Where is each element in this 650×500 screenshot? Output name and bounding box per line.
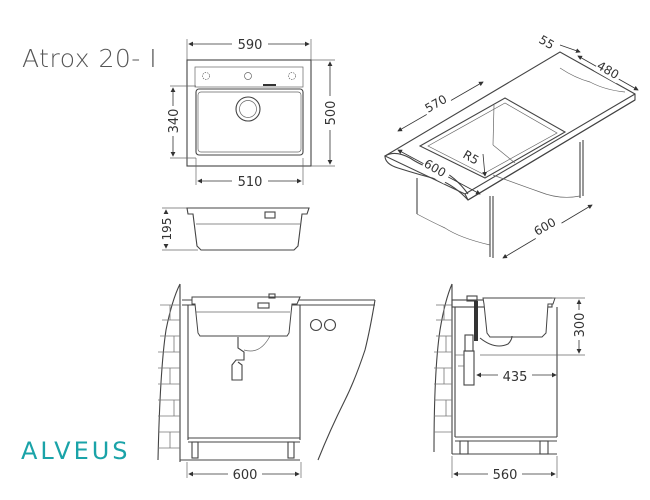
side-section-view: 195: [159, 207, 310, 251]
product-title: Atrox 20- I: [22, 44, 158, 73]
dim-r5: R5: [461, 147, 482, 167]
dim-height-195: 195: [160, 218, 174, 241]
dim-bowl-340: 340: [167, 109, 182, 134]
side-install-view: 300 435 560: [433, 283, 588, 483]
brand-logo: ALVEUS: [21, 437, 131, 465]
dim-bowl-width-510: 510: [238, 175, 263, 190]
top-view: 590 340 500 510: [166, 36, 339, 190]
dim-width-590: 590: [238, 38, 263, 53]
dim-drain-435: 435: [503, 370, 528, 385]
dim-55: 55: [537, 32, 557, 52]
dim-cabinet-560: 560: [493, 468, 518, 483]
dim-depth-500: 500: [324, 101, 339, 126]
isometric-view: 55 480 570 R5 600 600: [383, 32, 639, 259]
front-install-view: 600: [157, 283, 376, 483]
dim-bowl-300: 300: [573, 313, 588, 338]
dim-cabinet-600: 600: [233, 468, 258, 483]
